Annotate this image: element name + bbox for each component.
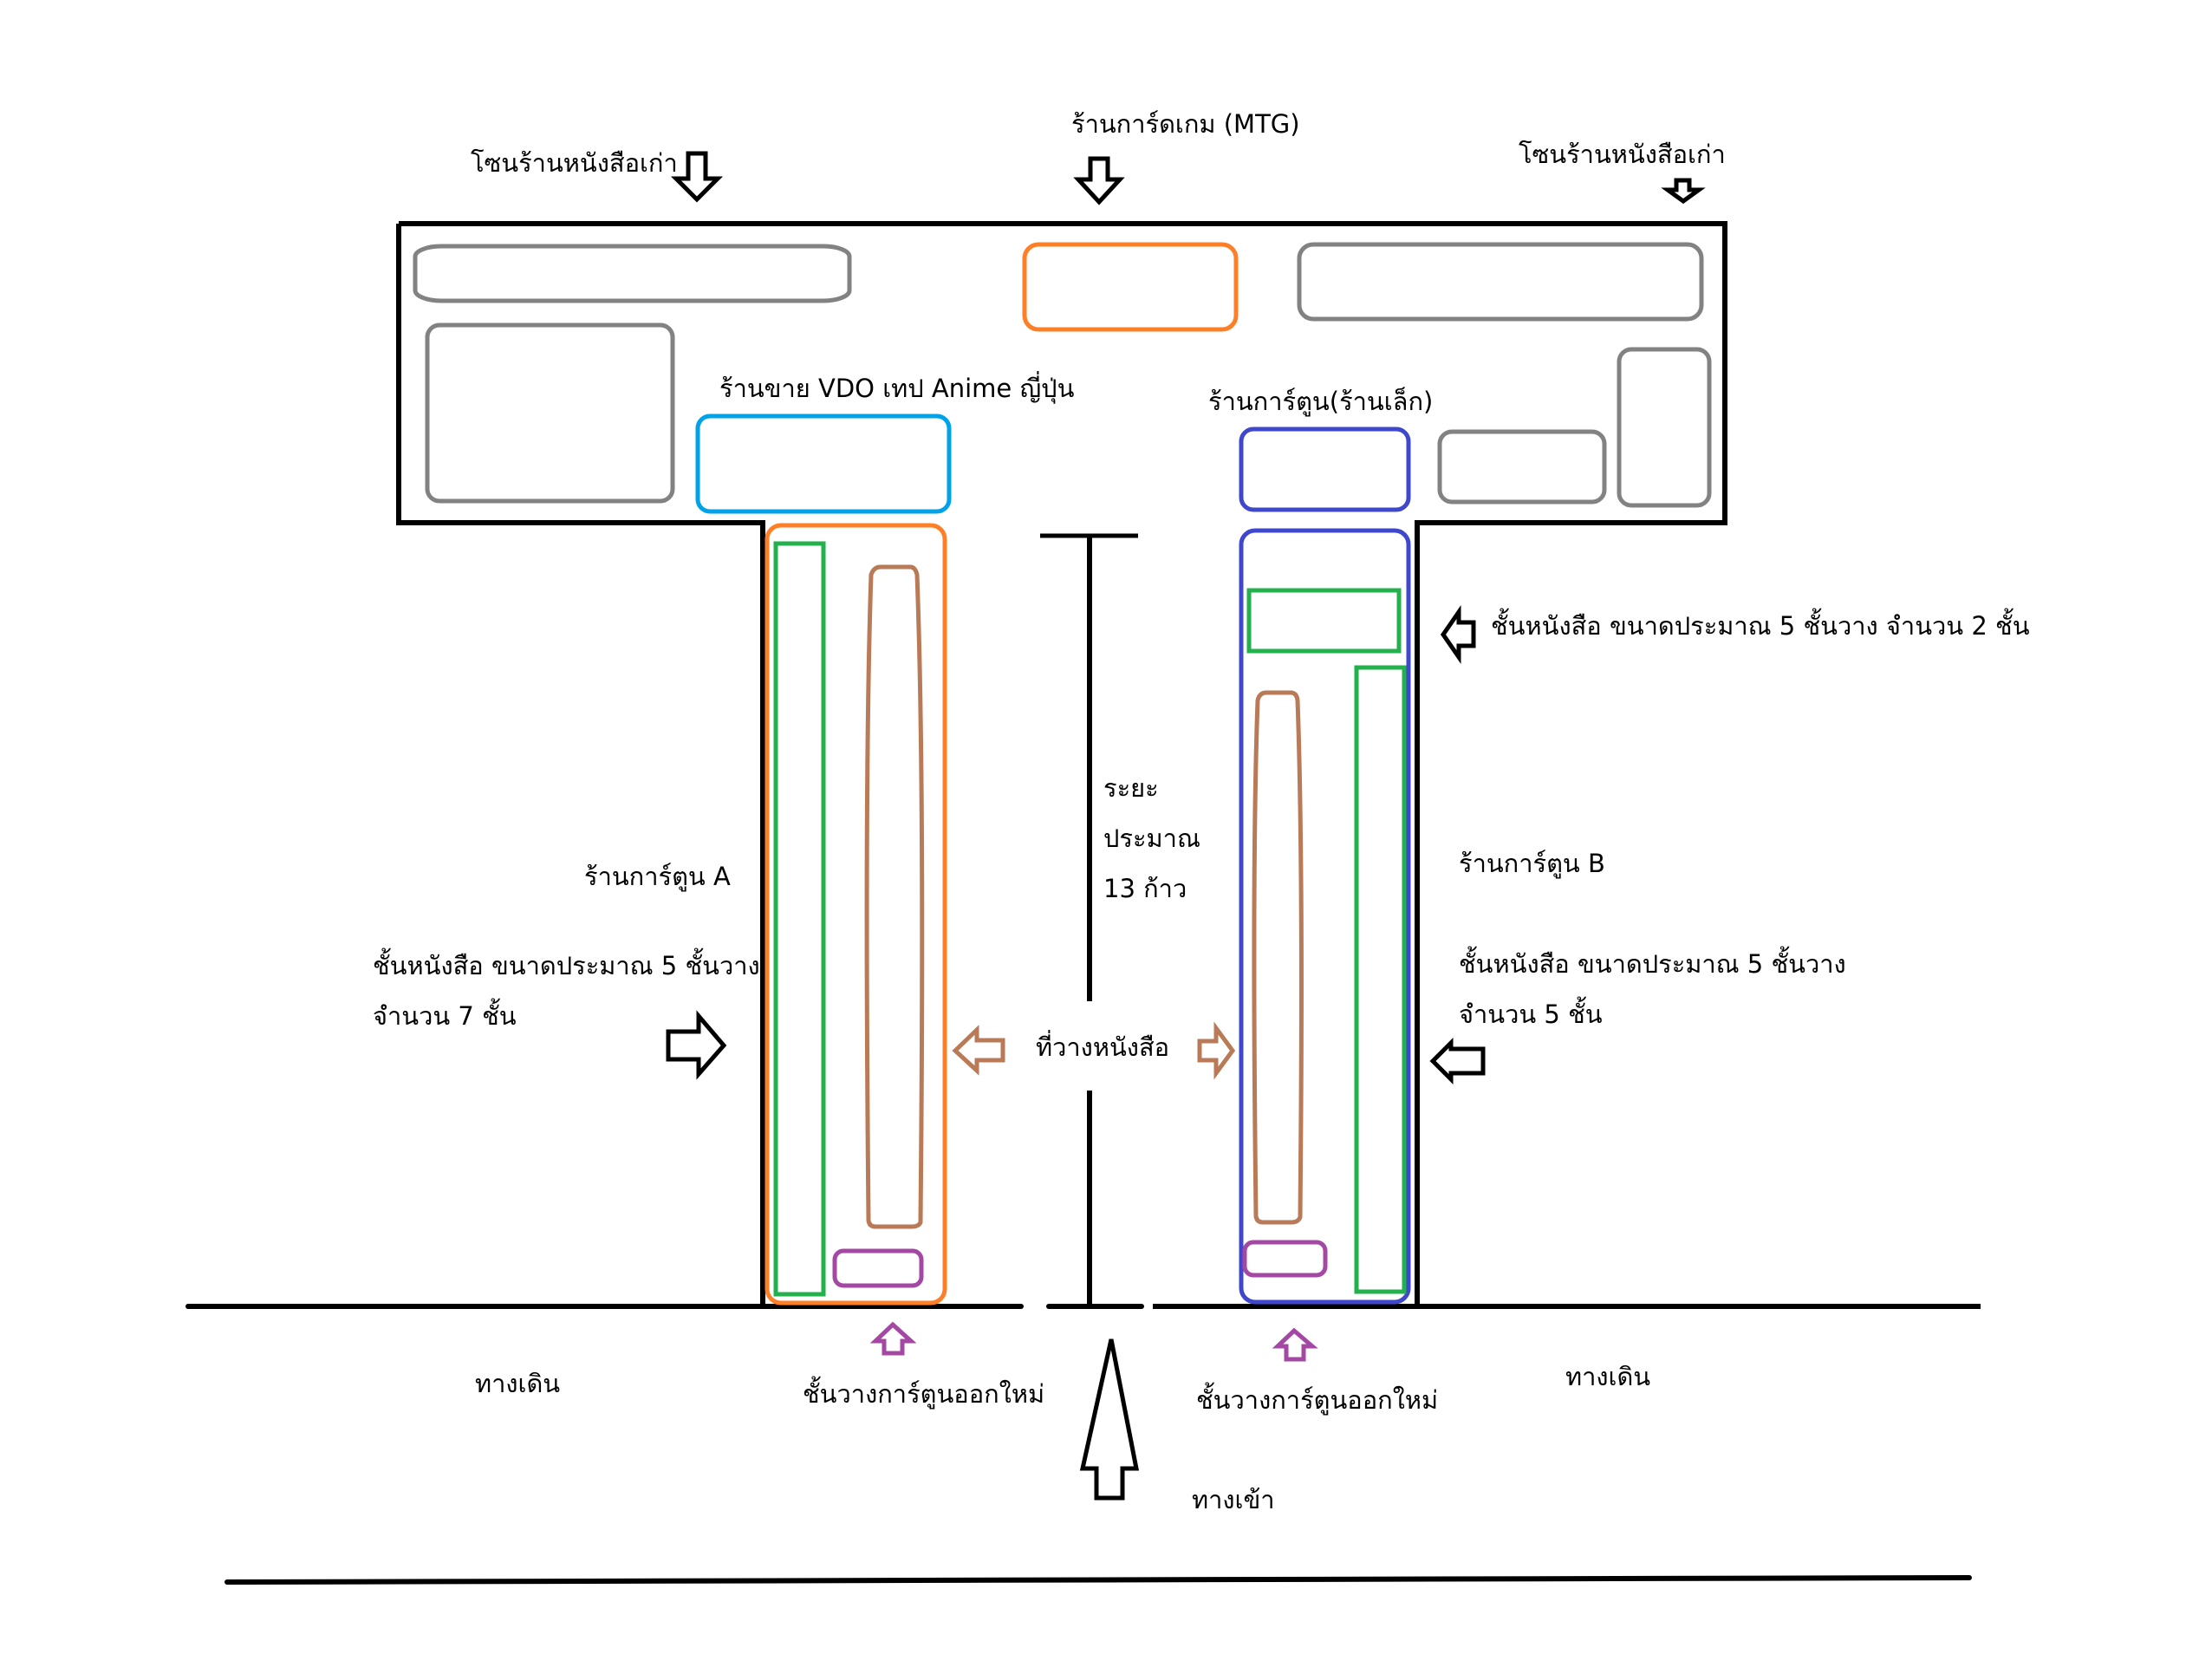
old-book-shop-5 [1617,347,1712,508]
arrow-right-book-stand-icon [1197,1021,1236,1080]
arrow-up-new-comics-right-icon [1272,1327,1318,1362]
comic-b-new-release-rack [1242,1240,1328,1278]
comic-b-bookshelf-side [1354,665,1407,1294]
arrow-down-old-books-right-icon [1661,178,1706,205]
arrow-left-book-stand-icon [952,1025,1005,1076]
label-comic-shop-a: ร้านการ์ตูน A [584,862,731,891]
label-distance-line2: ประมาณ [1103,824,1200,853]
old-book-shop-4 [1437,429,1607,505]
label-new-comics-right: ชั้นวางการ์ตูนออกใหม่ [1196,1385,1439,1415]
label-small-comic-shop: ร้านการ์ตูน(ร้านเล็ก) [1208,387,1434,416]
label-shelf-b-line1: ชั้นหนังสือ ขนาดประมาณ 5 ชั้นวาง [1459,949,1846,979]
card-game-shop [1022,242,1239,332]
bottom-line [224,1575,1972,1585]
label-entrance: ทางเข้า [1192,1485,1275,1514]
small-comic-shop [1239,427,1411,512]
label-book-stand: ที่วางหนังสือ [1036,1032,1170,1062]
old-book-shop-1 [413,244,852,303]
building-outline [396,221,1727,1306]
anime-vdo-shop [695,414,952,514]
label-old-books-zone-right: โซนร้านหนังสือเก่า [1519,140,1726,169]
arrow-down-card-game-icon [1073,156,1125,205]
label-shelf-a: ชั้นหนังสือ ขนาดประมาณ 5 ชั้นวาง จำนวน 7… [373,941,760,1041]
comic-a-bookshelf [773,541,826,1297]
label-walkway-right: ทางเดิน [1565,1362,1651,1391]
label-shelf-b: ชั้นหนังสือ ขนาดประมาณ 5 ชั้นวาง จำนวน 5… [1459,939,1846,1039]
comic-b-bookshelf-top [1246,588,1402,654]
label-shelf-b-line2: จำนวน 5 ชั้น [1459,1000,1603,1029]
label-new-comics-left: ชั้นวางการ์ตูนออกใหม่ [803,1379,1045,1409]
label-distance: ระยะ ประมาณ 13 ก้าว [1103,763,1200,914]
comic-a-book-stand [864,564,925,1229]
label-distance-line3: 13 ก้าว [1103,874,1187,903]
entrance-arrow-icon [1079,1338,1140,1501]
arrow-left-shelf-b-top-icon [1440,604,1476,665]
old-book-shop-2 [425,322,675,504]
arrow-up-new-comics-left-icon [869,1321,917,1356]
label-walkway-left: ทางเดิน [475,1369,561,1398]
label-card-game-shop: ร้านการ์ดเกม (MTG) [1071,109,1300,139]
comic-a-new-release-rack [832,1248,924,1288]
label-old-books-zone-left: โซนร้านหนังสือเก่า [471,148,678,178]
label-anime-vdo-shop: ร้านขาย VDO เทป Anime ญี่ปุ่น [719,374,1075,403]
label-shelf-a-line1: ชั้นหนังสือ ขนาดประมาณ 5 ชั้นวาง [373,951,760,980]
comic-shop-a [764,523,947,1306]
label-shelf-b-top: ชั้นหนังสือ ขนาดประมาณ 5 ชั้นวาง จำนวน 2… [1491,611,2030,641]
label-distance-line1: ระยะ [1103,773,1159,803]
arrow-left-shelf-b-icon [1429,1037,1486,1085]
label-comic-shop-b: ร้านการ์ตูน B [1459,849,1605,878]
arrow-down-old-books-left-icon [670,151,724,203]
label-shelf-a-line2: จำนวน 7 ชั้น [373,1001,517,1031]
old-book-shop-3 [1297,242,1704,322]
comic-b-book-stand [1252,690,1304,1225]
comic-shop-b [1239,528,1411,1305]
arrow-right-shelf-a-icon [666,1010,727,1080]
